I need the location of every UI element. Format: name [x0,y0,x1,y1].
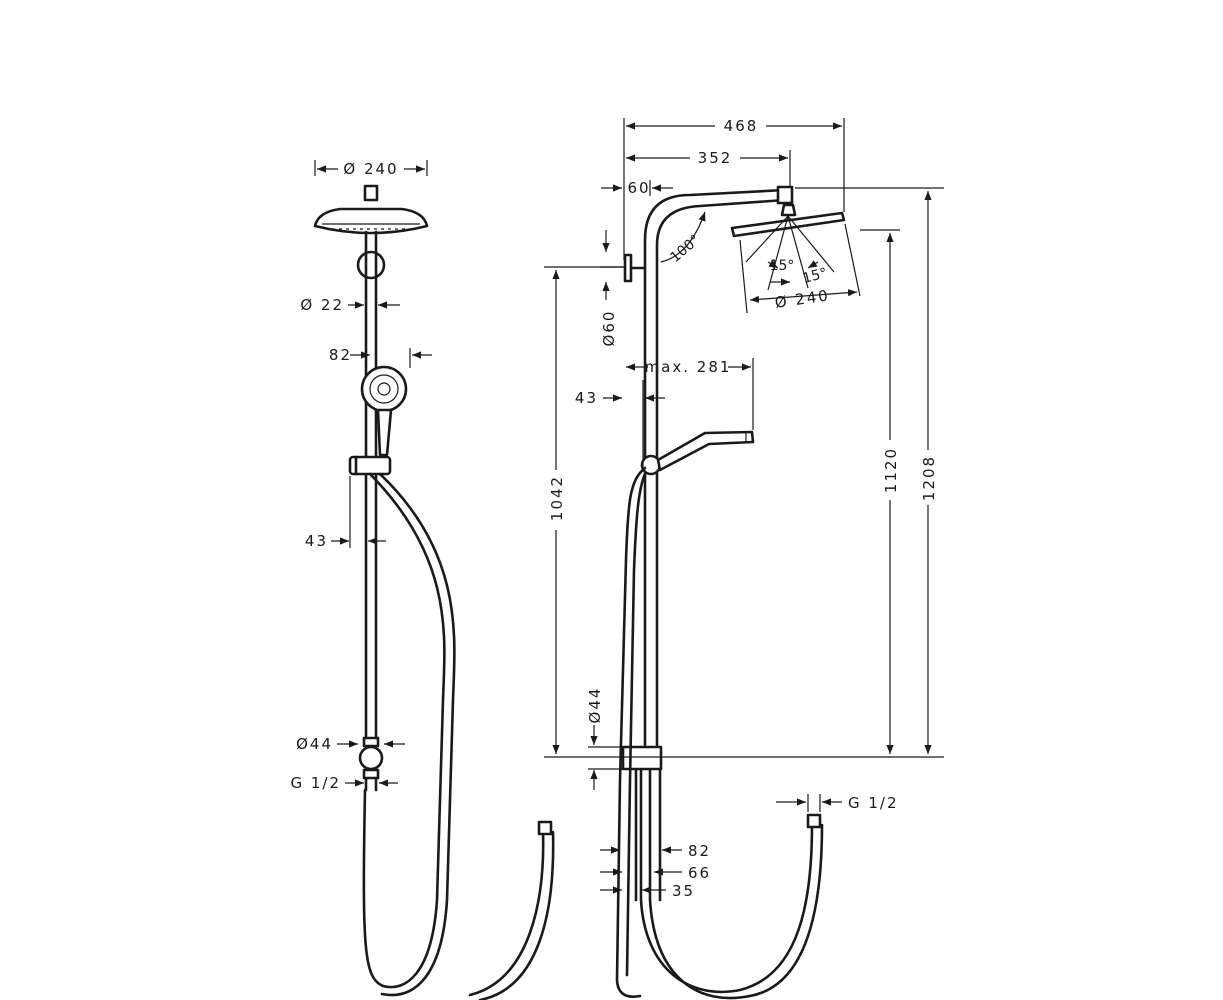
side-holder-offset-label: 43 [575,389,598,407]
side-head-center-label: 352 [698,149,733,167]
front-shower-column [364,230,378,792]
side-view: Ø 240 15° 15° 100° [544,117,944,1000]
side-hose [615,466,824,1000]
front-handshower-width-label: 82 [329,346,352,364]
side-shower-column [621,185,797,771]
side-dimensions: 468 352 60 Ø60 max. 281 43 [544,117,944,900]
side-head-height-label: 1120 [882,447,900,493]
side-total-height-label: 1208 [920,455,938,501]
side-head-diameter-label: Ø 240 [774,286,831,312]
front-head-diameter-label: Ø 240 [343,160,398,178]
side-tilt-left-label: 15° [770,258,795,274]
front-holder-offset-label: 43 [305,532,328,550]
side-arm-angle-label: 100° [667,232,703,266]
front-hand-shower [348,365,408,476]
front-connection-label: G 1/2 [290,774,341,792]
side-arm-reach-label: 468 [724,117,759,135]
side-base-width-label: 82 [688,842,711,860]
side-hand-shower [640,430,755,476]
side-handshower-reach-label: max. 281 [645,358,732,376]
front-mixer [358,736,384,780]
side-wall-offset-label: 60 [627,179,650,197]
side-tilt-right-label: 15° [801,265,829,287]
side-column-height-label: 1042 [548,475,566,521]
side-mixer-diameter-label: Ø44 [586,687,604,724]
front-mixer-diameter-label: Ø44 [296,735,333,753]
front-pipe-diameter-label: Ø 22 [300,296,344,314]
front-dimensions: Ø 240 Ø 22 82 43 Ø44 G 1/2 [290,160,432,792]
side-overhead-shower: Ø 240 15° 15° [730,211,861,314]
front-view: Ø 240 Ø 22 82 43 Ø44 G 1/2 [290,160,555,1000]
side-base-small-label: 35 [672,882,695,900]
front-overhead-shower [313,184,429,280]
side-base-mid-label: 66 [688,864,711,882]
side-hose-connection-label: G 1/2 [848,794,899,812]
front-hose [362,472,555,1000]
side-bracket-diameter-label: Ø60 [600,310,618,347]
